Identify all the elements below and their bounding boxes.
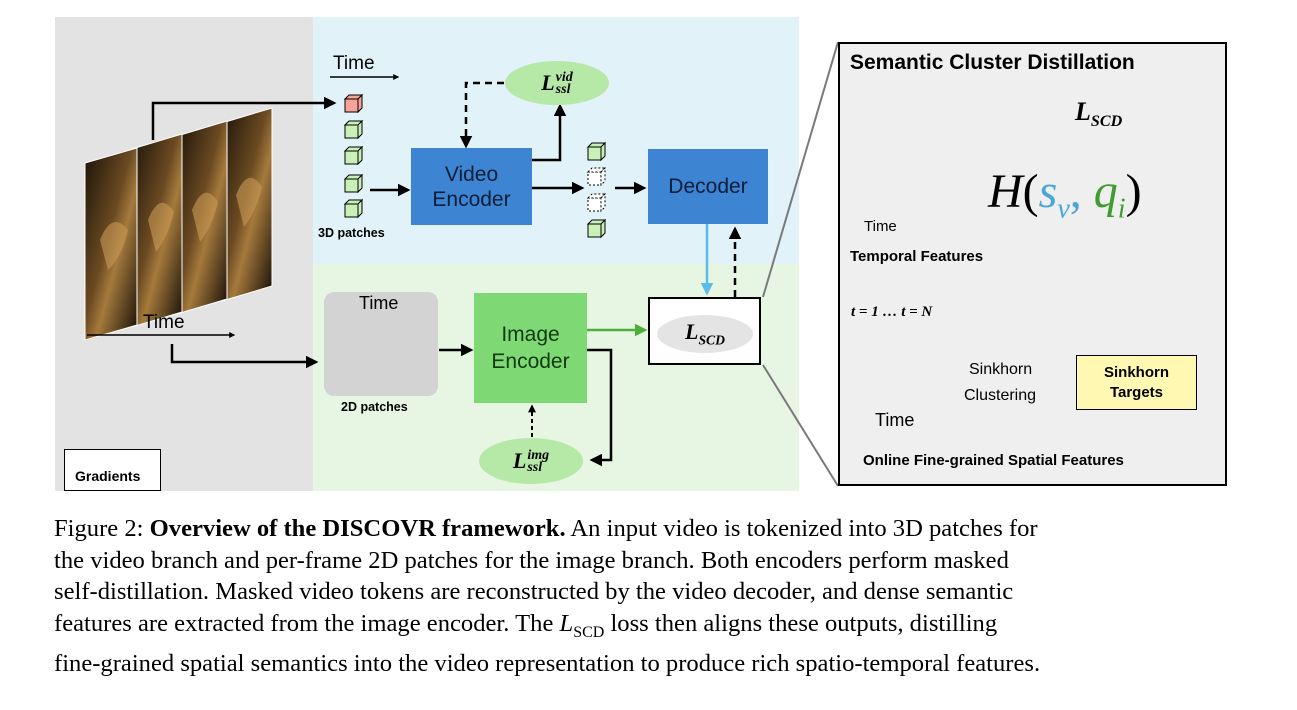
caption-line4-pre: features are extracted from the image en… [54, 609, 560, 637]
frames-to-2d-arrow [170, 344, 319, 369]
caption-prefix: Figure 2: [54, 515, 150, 542]
sinkhorn-targets-box: Sinkhorn Targets [1076, 355, 1197, 410]
scd-loss-ellipse: LSCD [657, 315, 753, 353]
temporal-time-label: Time [864, 218, 897, 235]
formula-comma: , [1069, 165, 1082, 218]
scd-loss-base: L [685, 319, 699, 345]
video-ssl-loss-sub: ssl [555, 82, 571, 98]
caption-scd-symbol: L [559, 609, 574, 637]
sinkhorn-targets-line1: Sinkhorn [1103, 363, 1169, 381]
formula-q: q [1093, 165, 1118, 218]
decoder-label: Decoder [668, 174, 748, 198]
image-encoder-line2: Encoder [491, 350, 570, 373]
scd-panel [838, 42, 1227, 486]
video-encoder-box: Video Encoder [411, 148, 532, 225]
scd-loss-sub: SCD [698, 332, 725, 348]
formula-s: s [1038, 165, 1058, 218]
scd-panel-title: Semantic Cluster Distillation [850, 51, 1135, 74]
gradients-legend [64, 449, 161, 491]
3d-patch-cubes [343, 93, 364, 219]
video-ssl-loss-base: L [541, 69, 555, 95]
scd-panel-loss-sub: SCD [1090, 113, 1123, 131]
frames-to-3d-arrow [151, 96, 337, 140]
caption-scd-sub: SCD [573, 623, 605, 641]
caption-line1-rest: An input video is tokenized into 3D patc… [565, 515, 1038, 542]
image-ssl-loss-base: L [512, 447, 527, 473]
caption-line-1: Figure 2: Overview of the DISCOVR framew… [54, 513, 1244, 545]
spatial-features-label: Online Fine-grained Spatial Features [863, 452, 1124, 469]
sinkhorn-targets-line2: Targets [1109, 383, 1164, 401]
formula-q-sub: i [1117, 193, 1126, 225]
clustering-label: Clustering [964, 387, 1037, 404]
caption-line4-post: loss then aligns these outputs, distilli… [604, 609, 998, 637]
sinkhorn-label: Sinkhorn [969, 361, 1033, 378]
ultrasound-frames-image [84, 107, 273, 341]
caption-title: Overview of the DISCOVR framework. [149, 515, 566, 542]
video-ssl-loss-sup: vid [555, 70, 573, 86]
figure-caption: Figure 2: Overview of the DISCOVR framew… [54, 513, 1244, 679]
video-encoder-line1: Video [444, 162, 499, 186]
patches-2d-time-label: Time [359, 293, 399, 313]
patches-2d-panel [324, 292, 438, 396]
patches-3d-label: 3D patches [318, 226, 385, 240]
formula-close-paren: ) [1125, 165, 1142, 218]
caption-line-5: fine-grained spatial semantics into the … [54, 649, 1041, 677]
image-ssl-loss-sub: ssl [527, 460, 543, 476]
input-time-label: Time [143, 312, 185, 333]
image-ssl-loss-sup: img [527, 448, 550, 464]
video-time-label: Time [333, 53, 375, 74]
caption-line-2: the video branch and per-frame 2D patche… [54, 546, 1009, 574]
gradients-label: Gradients [75, 468, 141, 484]
patches-2d-label: 2D patches [341, 400, 408, 414]
formula-open-paren: ( [1022, 165, 1039, 218]
scd-formula: H(sv, qi) [988, 164, 1142, 238]
caption-line-4: features are extracted from the image en… [54, 608, 1244, 648]
decoder-box: Decoder [648, 149, 768, 224]
image-encoder-box: Image Encoder [474, 293, 587, 403]
masked-token-cubes [586, 141, 607, 239]
temporal-features-label: Temporal Features [850, 248, 984, 265]
formula-h: H [988, 165, 1023, 218]
formula-s-sub: v [1057, 193, 1070, 225]
spatial-time-label: Time [875, 410, 915, 430]
video-encoder-line2: Encoder [432, 187, 511, 211]
t-range-label: t = 1 … t = N [851, 304, 933, 320]
caption-line-3: self-distillation. Masked video tokens a… [54, 578, 1014, 605]
image-encoder-line1: Image [501, 323, 560, 346]
scd-panel-loss-base: L [1075, 97, 1091, 126]
scd-panel-loss: LSCD [1075, 97, 1122, 131]
